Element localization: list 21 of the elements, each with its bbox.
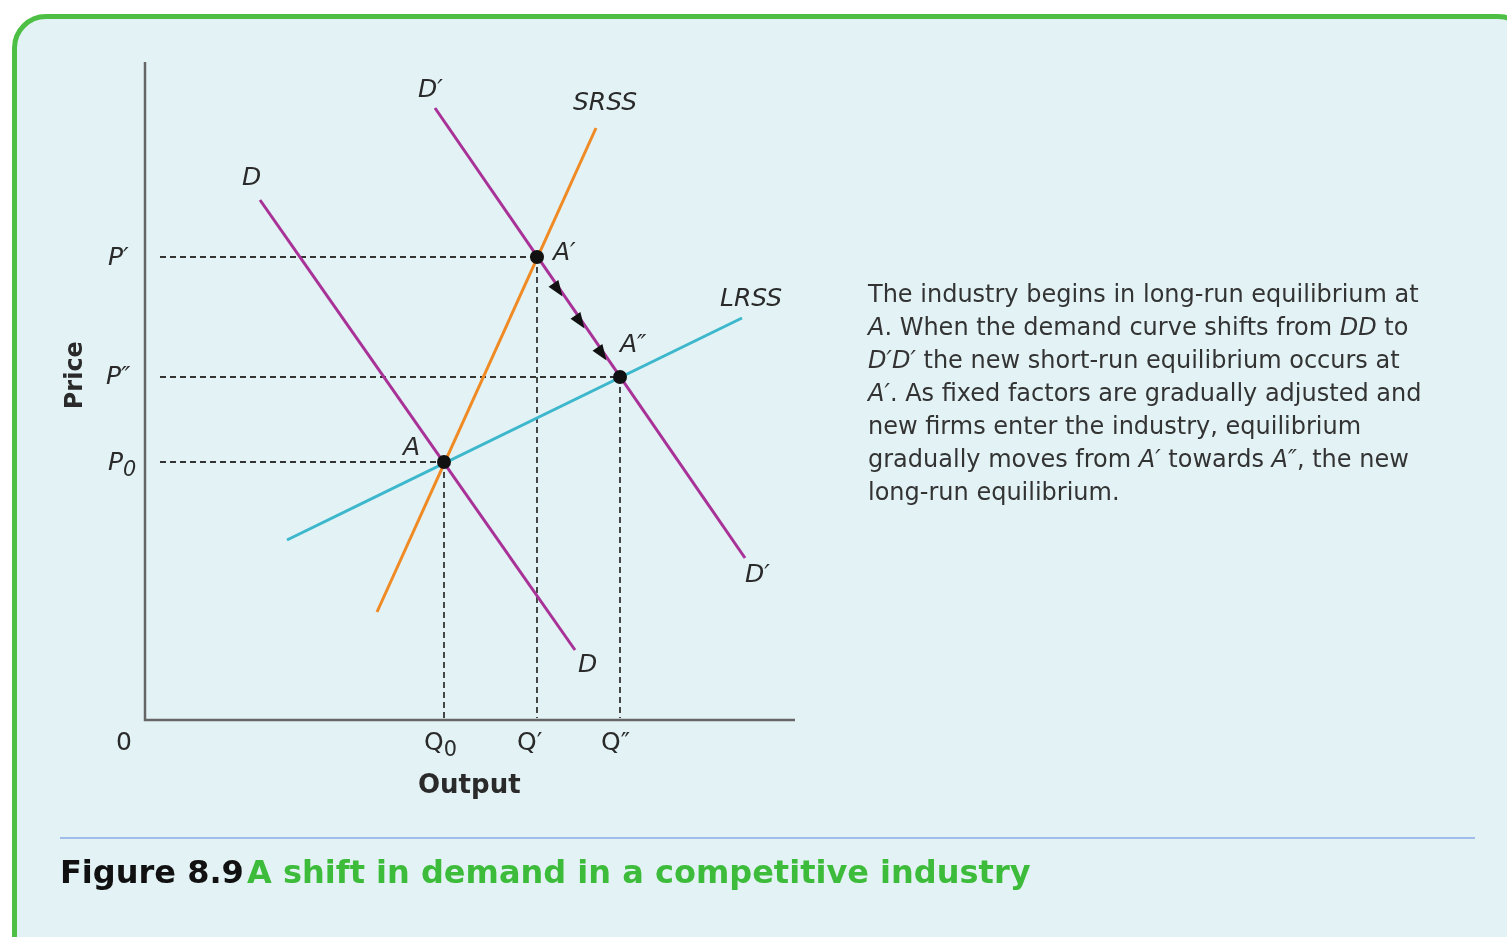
point-label: A″ xyxy=(620,330,647,358)
point-label: A′ xyxy=(553,238,576,266)
axis-tick-label: Q$_{0}$ xyxy=(424,728,457,761)
axis-title: Price xyxy=(60,341,88,410)
curve-label: D′ xyxy=(418,75,443,103)
curve-label: D′ xyxy=(745,560,770,588)
figure-title: A shift in demand in a competitive industry xyxy=(247,855,1031,891)
axis-tick-label: 0 xyxy=(116,728,132,756)
curve-label: SRSS xyxy=(573,88,638,116)
curve-label: LRSS xyxy=(720,284,783,312)
axis-tick-label: P$_{0}$ xyxy=(108,448,137,481)
axis-title: Output xyxy=(418,770,521,799)
axis-tick-label: P″ xyxy=(106,362,131,390)
curve-label: D xyxy=(242,163,262,191)
description-text: The industry begins in long-run equilibrium at A. When the demand curve shifts from DD to D′D′ the new short-run equilibrium occurs at A′. As fixed factors are gradually adjusted and new firms enter the industry, equilibrium gradually moves from A′ towards A″, the new long-run equilibrium. xyxy=(868,279,1423,508)
curve-label: D xyxy=(578,650,598,678)
axis-tick-label: Q″ xyxy=(601,728,631,756)
point-label: A xyxy=(403,433,421,461)
axis-tick-label: Q′ xyxy=(517,728,543,756)
figure-number: Figure 8.9 xyxy=(60,855,244,891)
axis-tick-label: P′ xyxy=(108,243,129,271)
